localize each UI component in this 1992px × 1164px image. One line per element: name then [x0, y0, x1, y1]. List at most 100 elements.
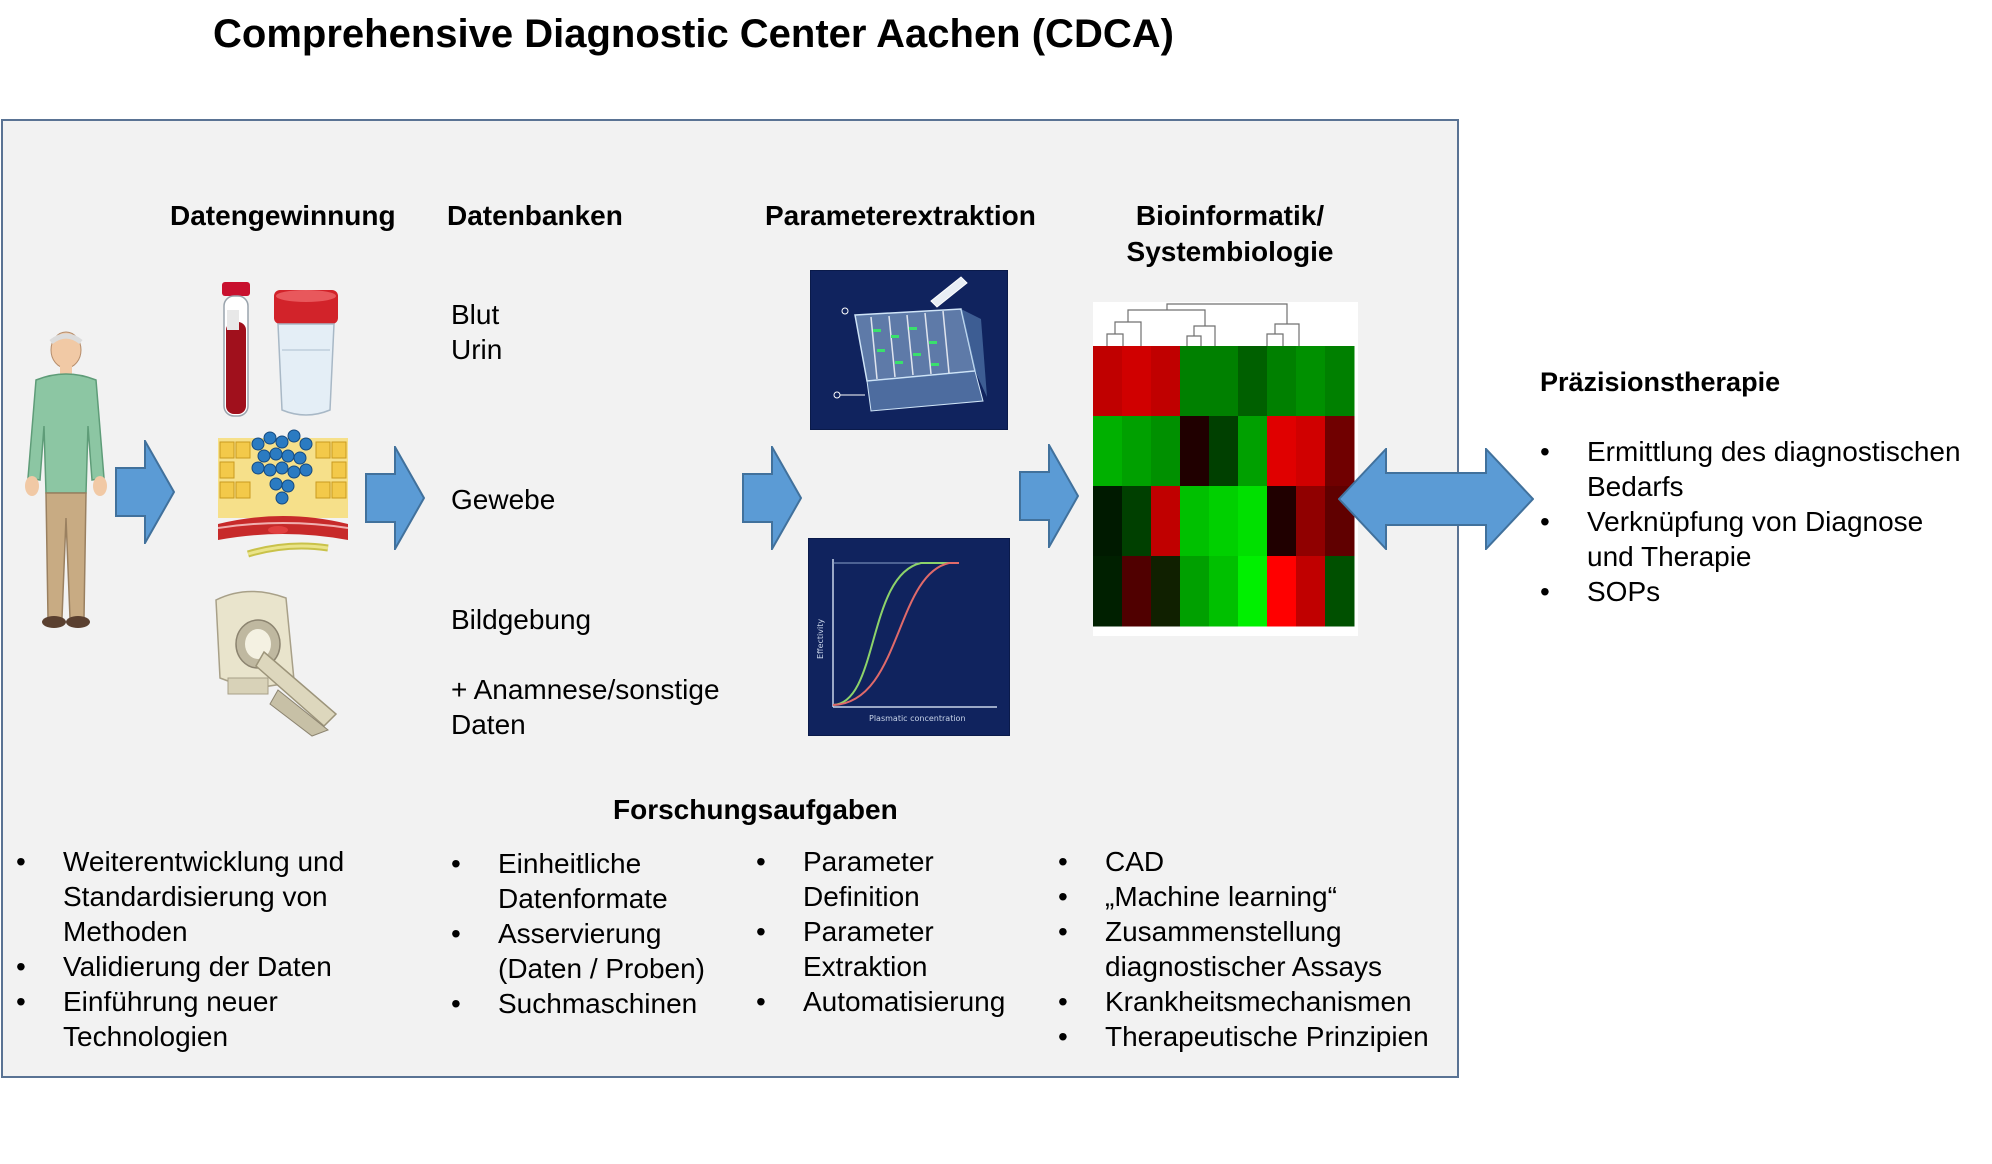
heatmap-cell	[1093, 556, 1123, 627]
heatmap-cell	[1267, 346, 1297, 417]
heatmap-cell	[1122, 416, 1152, 487]
list-item: •Automatisierung	[756, 986, 1006, 1017]
list-item: •SOPs	[1540, 576, 1661, 607]
heatmap-cell	[1296, 416, 1326, 487]
heatmap-cell	[1267, 416, 1297, 487]
heatmap-cell	[1238, 486, 1268, 557]
item-anamnese: + Anamnese/sonstige Daten	[451, 672, 720, 742]
heatmap-cell	[1238, 416, 1268, 487]
curve-ylabel: Effectivity	[816, 619, 825, 659]
bullet: •	[1058, 881, 1068, 912]
urine-container-icon	[272, 290, 340, 420]
heatmap-cell	[1122, 556, 1152, 627]
bullet: •	[451, 918, 461, 949]
heatmap-cell	[1151, 486, 1181, 557]
heatmap-cell	[1151, 556, 1181, 627]
bullet: •	[1540, 576, 1550, 607]
bullet: •	[16, 986, 26, 1017]
bullet: •	[756, 846, 766, 877]
patient-figure-icon	[14, 328, 114, 630]
item-gewebe: Gewebe	[451, 484, 556, 515]
page-title: Comprehensive Diagnostic Center Aachen (…	[213, 12, 1174, 56]
bullet: •	[1058, 1021, 1068, 1052]
right-arrow-icon	[115, 440, 175, 544]
heatmap-cell	[1238, 556, 1268, 627]
heading-datenbanken: Datenbanken	[447, 200, 623, 231]
item-blut: Blut	[451, 299, 500, 330]
bullet: •	[1058, 986, 1068, 1017]
item-anamnese-line2: Daten	[451, 709, 526, 740]
heatmap-cell	[1122, 486, 1152, 557]
list-item: •Therapeutische Prinzipien	[1058, 1021, 1429, 1052]
heatmap-cell	[1180, 346, 1210, 417]
heatmap-cell	[1296, 486, 1326, 557]
item-bildgebung: Bildgebung	[451, 604, 592, 635]
bullet: •	[1540, 506, 1550, 537]
heatmap-cell	[1238, 346, 1268, 417]
list-item: •CAD	[1058, 846, 1165, 877]
bullet: •	[1540, 436, 1550, 467]
heatmap-cell	[1296, 556, 1326, 627]
heatmap-cell	[1180, 416, 1210, 487]
bullet: •	[451, 988, 461, 1019]
heatmap-cell	[1325, 346, 1355, 417]
double-arrow-icon	[1338, 448, 1534, 550]
item-urin: Urin	[451, 334, 503, 365]
heatmap-cell	[1122, 346, 1152, 417]
heading-bioinformatik: Bioinformatik/ Systembiologie	[1120, 198, 1340, 270]
heatmap-cell	[1151, 416, 1181, 487]
microfluidic-chip-icon	[810, 270, 1008, 430]
heatmap-dendrogram-icon	[1093, 302, 1358, 636]
list-item: •Validierung der Daten	[16, 951, 332, 982]
right-arrow-icon	[365, 446, 425, 550]
heading-bioinformatik-line2: Systembiologie	[1126, 236, 1334, 267]
heatmap-cell	[1267, 486, 1297, 557]
heatmap-cell	[1151, 346, 1181, 417]
list-item: •Krankheitsmechanismen	[1058, 986, 1412, 1017]
bullet: •	[1058, 846, 1068, 877]
bullet: •	[756, 986, 766, 1017]
bullet: •	[451, 848, 461, 879]
bullet: •	[16, 846, 26, 877]
heatmap-cell	[1180, 556, 1210, 627]
heading-forschungsaufgaben: Forschungsaufgaben	[613, 794, 898, 825]
heading-bioinformatik-line1: Bioinformatik/	[1135, 200, 1325, 231]
curve-xlabel: Plasmatic concentration	[869, 714, 966, 723]
heading-parameterextraktion: Parameterextraktion	[765, 200, 1036, 231]
heatmap-cell	[1209, 486, 1239, 557]
heatmap-cell	[1209, 556, 1239, 627]
list-item: •Asservierung(Daten / Proben)	[451, 918, 705, 984]
mri-scanner-icon	[208, 590, 346, 738]
bullet: •	[1058, 916, 1068, 947]
dose-response-curve-icon: Plasmatic concentration Effectivity	[808, 538, 1010, 736]
right-arrow-icon	[1019, 444, 1079, 548]
heading-datengewinnung: Datengewinnung	[170, 200, 396, 231]
heatmap-cell	[1325, 556, 1355, 627]
heading-praezisionstherapie: Präzisionstherapie	[1540, 367, 1781, 397]
heatmap-cell	[1093, 486, 1123, 557]
right-arrow-icon	[742, 446, 802, 550]
list-item: •„Machine learning“	[1058, 881, 1337, 912]
heatmap-cell	[1296, 346, 1326, 417]
forschung-col4: •CAD •„Machine learning“ •Zusammenstellu…	[1058, 844, 1429, 1054]
heatmap-cell	[1180, 486, 1210, 557]
heatmap-cell	[1093, 416, 1123, 487]
bullet: •	[756, 916, 766, 947]
tissue-cells-icon	[218, 428, 348, 568]
bullet: •	[16, 951, 26, 982]
heatmap-cell	[1093, 346, 1123, 417]
heatmap-cell	[1209, 416, 1239, 487]
list-item: •Suchmaschinen	[451, 988, 698, 1019]
heatmap-cell	[1325, 416, 1355, 487]
